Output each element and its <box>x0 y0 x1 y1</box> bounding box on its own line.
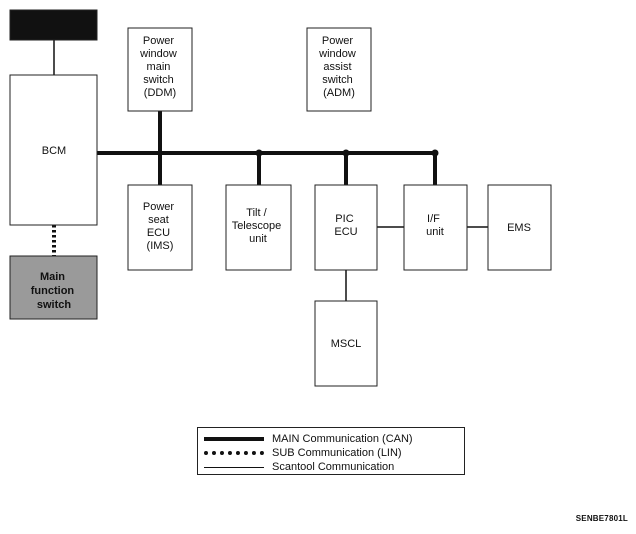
tilt-telescope-label: Tilt / Telescope unit <box>232 207 285 245</box>
if-unit-box <box>403 184 468 271</box>
pic-ecu-box <box>314 184 378 271</box>
main-function-switch-box <box>9 255 98 320</box>
legend-label-can: MAIN Communication (CAN) <box>272 433 413 445</box>
power-window-assist-switch-label: Power window assist switch (ADM) <box>318 35 359 99</box>
bcm-label: BCM <box>42 145 66 157</box>
power-seat-ecu-box <box>127 184 193 271</box>
power-window-main-switch-label: Power window main switch (DDM) <box>139 35 180 99</box>
legend-swatch-can <box>204 437 264 441</box>
mscl-box <box>314 300 378 387</box>
node-boxes <box>9 9 552 387</box>
legend-label-lin: SUB Communication (LIN) <box>272 447 402 459</box>
legend-label-scantool: Scantool Communication <box>272 461 395 473</box>
junction-dot <box>431 149 439 157</box>
if-unit-label: I/F unit <box>426 213 444 238</box>
power-window-assist-switch-box <box>306 27 372 112</box>
power-window-main-switch-box <box>127 27 193 112</box>
junction-dot <box>342 149 350 157</box>
legend-item-can: MAIN Communication (CAN) <box>204 432 413 446</box>
figure-code: SENBE7801L <box>575 514 628 523</box>
legend-swatch-scantool <box>204 466 264 468</box>
main-function-switch-label: Main function switch <box>31 271 77 311</box>
bus-junctions <box>255 149 439 157</box>
top-dark-box <box>9 9 98 41</box>
ems-box <box>487 184 552 271</box>
legend-swatch-lin <box>204 451 264 455</box>
legend-item-lin: SUB Communication (LIN) <box>204 446 402 460</box>
mscl-label: MSCL <box>331 338 362 350</box>
tilt-telescope-box <box>225 184 292 271</box>
junction-dot <box>255 149 263 157</box>
legend-item-scantool: Scantool Communication <box>204 460 394 474</box>
legend: MAIN Communication (CAN) SUB Communicati… <box>197 427 465 475</box>
power-seat-ecu-label: Power seat ECU (IMS) <box>143 201 177 252</box>
bcm-box <box>9 74 98 226</box>
connection-lines <box>52 40 488 301</box>
ems-label: EMS <box>507 222 531 234</box>
pic-ecu-label: PIC ECU <box>334 213 357 238</box>
